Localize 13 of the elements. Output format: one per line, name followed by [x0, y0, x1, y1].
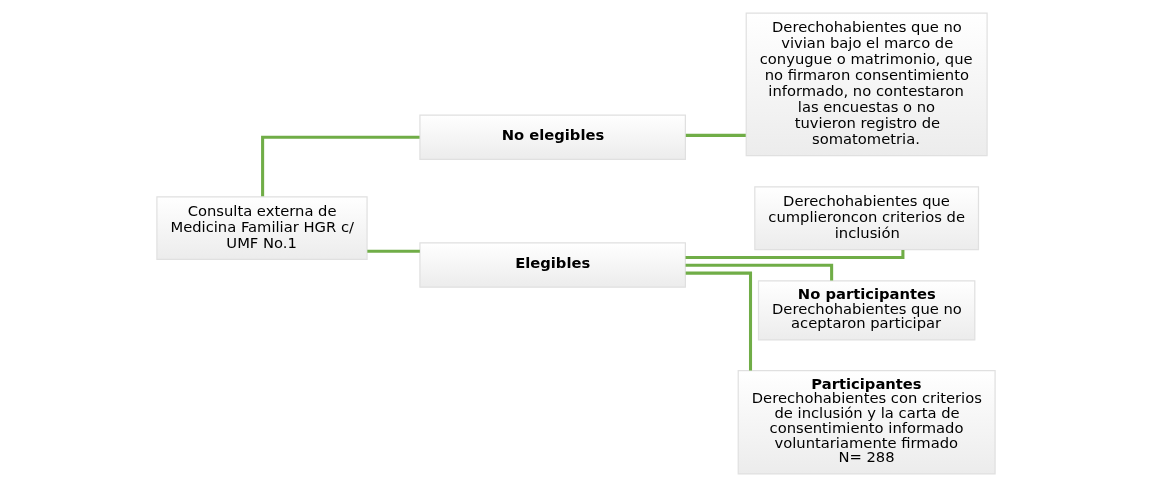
connector	[685, 271, 753, 371]
connector	[367, 249, 420, 253]
node-box: Derechohabientes que cumplieroncon criterios de inclusión	[754, 186, 980, 251]
node-box: Participantes Derechohabientes con criterios de inclusión y la carta de consentimiento informado voluntariamente firmado N= 288	[737, 370, 996, 475]
connector	[685, 263, 834, 281]
node-box: Elegibles	[419, 242, 686, 288]
connector	[685, 249, 905, 260]
node-box: No elegibles	[419, 114, 686, 160]
node-box: Consulta externa de Medicina Familiar HGR c/ UMF No.1	[156, 196, 368, 261]
node-box: No participantes Derechohabientes que no aceptaron participar	[757, 280, 976, 341]
node-box: Derechohabientes que no vivian bajo el marco de conyugue o matrimonio, que no firmaron consentimiento informado, no contestaron las encuestas o no tuvieron registro de somatometria.	[745, 12, 988, 157]
connector	[685, 133, 746, 137]
connector	[261, 135, 420, 197]
